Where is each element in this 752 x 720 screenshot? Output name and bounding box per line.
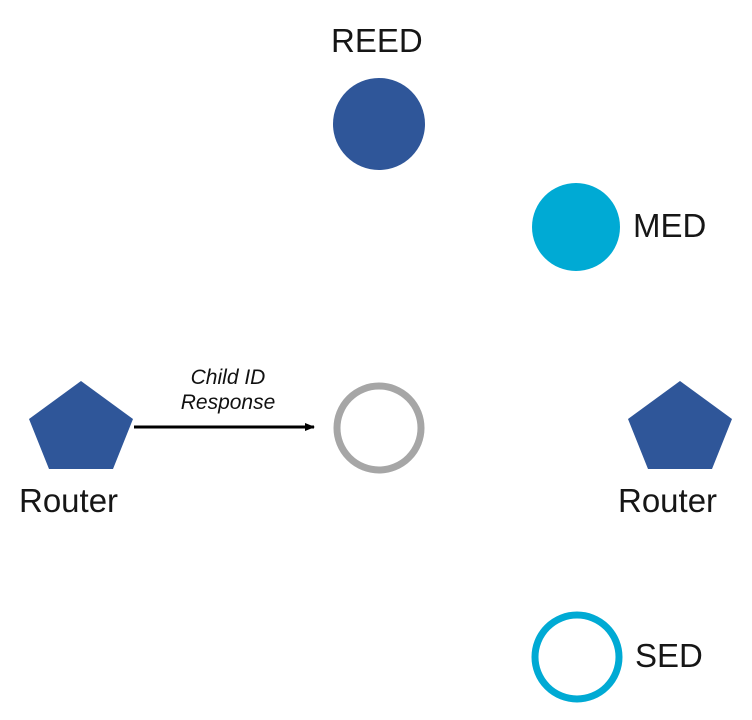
edge-child-id-response [130, 412, 330, 444]
node-label-sed: SED [635, 637, 703, 674]
node-reed[interactable] [333, 78, 425, 170]
node-label-router-right: Router [618, 482, 718, 519]
node-joining-child[interactable] [333, 382, 425, 474]
arrow-icon [134, 423, 315, 431]
node-label-router-left: Router [19, 482, 119, 519]
joining-child-circle-icon [333, 382, 425, 474]
sed-circle-icon [531, 611, 623, 703]
router-pentagon-icon [29, 381, 133, 469]
node-label-reed: REED [331, 22, 423, 59]
node-router-left[interactable] [29, 381, 133, 469]
router-pentagon-icon [628, 381, 732, 469]
edge-label-child-id-response: Child ID Response [172, 365, 284, 415]
edge-label-line-2: Response [180, 391, 276, 414]
node-med[interactable] [532, 183, 620, 271]
edge-label-line-1: Child ID [190, 366, 266, 389]
reed-circle-icon [333, 78, 425, 170]
med-circle-icon [532, 183, 620, 271]
node-sed[interactable] [531, 611, 623, 703]
node-router-right[interactable] [628, 381, 732, 469]
node-label-med: MED [633, 207, 707, 244]
